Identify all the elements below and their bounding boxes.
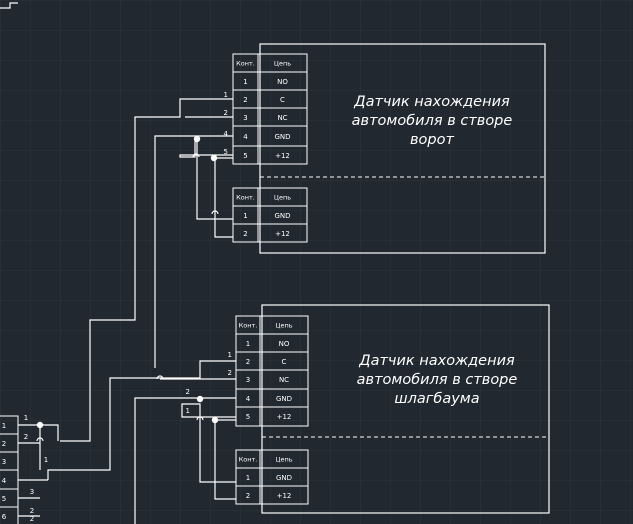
pin-circuit: +12 bbox=[275, 152, 290, 160]
pin-circuit: GND bbox=[274, 212, 290, 220]
wire bbox=[214, 157, 233, 238]
pin-number: 3 bbox=[246, 376, 250, 384]
pin-number: 1 bbox=[246, 474, 250, 482]
pin-number: 1 bbox=[243, 78, 247, 86]
junction-dot bbox=[193, 135, 201, 143]
pin-number: 4 bbox=[246, 395, 251, 403]
table-header-contact: Конт. bbox=[236, 194, 255, 202]
sensor-barrier-label-line-2: автомобиля в створе bbox=[357, 372, 518, 388]
sensor-barrier-label-line-1: Датчик нахождения bbox=[358, 353, 515, 369]
pin-number: 2 bbox=[243, 96, 247, 104]
pin-number: 3 bbox=[2, 458, 6, 466]
pin-circuit: GND bbox=[276, 474, 292, 482]
pin-number: 2 bbox=[246, 492, 250, 500]
sensor-barrier-label-line-3: шлагбаума bbox=[394, 391, 479, 407]
wire-label: 2 bbox=[30, 515, 34, 523]
wire bbox=[214, 419, 236, 500]
junction-dot bbox=[36, 421, 44, 429]
pin-circuit: C bbox=[282, 358, 287, 366]
pin-number: 6 bbox=[2, 513, 7, 521]
pin-circuit: +12 bbox=[277, 492, 292, 500]
wire bbox=[154, 135, 233, 368]
wire bbox=[18, 424, 59, 441]
table-header-circuit: Цепь bbox=[275, 322, 292, 330]
table-header-contact: Конт. bbox=[236, 60, 255, 68]
pin-circuit: NC bbox=[277, 114, 287, 122]
table-header-contact: Конт. bbox=[239, 322, 258, 330]
corner-mark bbox=[0, 2, 18, 9]
wire-label: 5 bbox=[224, 148, 228, 156]
pin-number: 4 bbox=[2, 477, 7, 485]
sensor-barrier: Датчик нахождения автомобиля в створе шл… bbox=[47, 304, 550, 524]
wire-crossover bbox=[211, 210, 219, 215]
pin-circuit: C bbox=[280, 96, 285, 104]
sensor-gate-power-table: Конт. Цепь 1 GND 2 +12 bbox=[232, 187, 308, 243]
wire-label: 1 bbox=[24, 414, 28, 422]
junction-dot bbox=[211, 416, 219, 424]
pin-circuit: NO bbox=[277, 78, 288, 86]
pin-number: 5 bbox=[2, 495, 6, 503]
pin-number: 4 bbox=[243, 133, 248, 141]
pin-number: 1 bbox=[2, 422, 6, 430]
wire-label: 3 bbox=[30, 488, 34, 496]
pin-number: 5 bbox=[243, 152, 247, 160]
wire bbox=[47, 360, 236, 480]
wire-label: 1 bbox=[186, 407, 190, 415]
table-header-circuit: Цепь bbox=[274, 60, 291, 68]
wire-label: 2 bbox=[228, 369, 232, 377]
wire-label: 2 bbox=[30, 507, 34, 515]
wire-label: 1 bbox=[44, 456, 48, 464]
wire-crossover bbox=[36, 437, 44, 442]
wire-label: 2 bbox=[224, 109, 228, 117]
pin-circuit: NC bbox=[279, 376, 289, 384]
sensor-gate-terminal-table: Конт. Цепь 1 NO 2 C 3 NC 4 GND 5 +12 bbox=[232, 53, 308, 165]
wire bbox=[196, 140, 233, 220]
table-header-circuit: Цепь bbox=[274, 194, 291, 202]
pin-number: 2 bbox=[2, 440, 6, 448]
sensor-barrier-body bbox=[261, 304, 550, 514]
sensor-barrier-terminal-table: Конт. Цепь 1 NO 2 C 3 NC 4 GND 5 +12 bbox=[235, 315, 309, 427]
table-header-circuit: Цепь bbox=[275, 456, 292, 464]
sensor-gate-label-line-2: автомобиля в створе bbox=[352, 113, 513, 129]
wire-label: 2 bbox=[186, 388, 190, 396]
pin-circuit: GND bbox=[274, 133, 290, 141]
pin-number: 2 bbox=[246, 358, 250, 366]
junction-dot bbox=[196, 395, 204, 403]
wire-label: 1 bbox=[228, 351, 232, 359]
pin-number: 5 bbox=[246, 413, 250, 421]
pin-circuit: NO bbox=[279, 340, 290, 348]
wire-label: 4 bbox=[224, 130, 229, 138]
pin-number: 2 bbox=[243, 230, 247, 238]
sensor-gate: Датчик нахождения автомобиля в створе во… bbox=[60, 43, 546, 442]
left-terminal-block: 1 2 3 4 5 6 1 2 1 3 2 2 bbox=[0, 414, 59, 524]
sensor-gate-label-line-1: Датчик нахождения bbox=[353, 94, 510, 110]
pin-number: 1 bbox=[243, 212, 247, 220]
wire-label: 2 bbox=[24, 433, 28, 441]
wire-label: 1 bbox=[224, 91, 228, 99]
pin-circuit: +12 bbox=[275, 230, 290, 238]
wire bbox=[60, 98, 233, 442]
pin-circuit: GND bbox=[276, 395, 292, 403]
pin-circuit: +12 bbox=[277, 413, 292, 421]
wire-crossover bbox=[156, 375, 164, 380]
junction-dot bbox=[210, 154, 218, 162]
table-header-contact: Конт. bbox=[239, 456, 258, 464]
sensor-gate-body bbox=[259, 43, 546, 254]
wire-crossover bbox=[192, 153, 200, 158]
wire bbox=[181, 403, 236, 483]
wire-crossover bbox=[196, 416, 204, 421]
sensor-gate-label-line-3: ворот bbox=[410, 132, 454, 148]
pin-number: 1 bbox=[246, 340, 250, 348]
pin-number: 3 bbox=[243, 114, 247, 122]
sensor-barrier-power-table: Конт. Цепь 1 GND 2 +12 bbox=[235, 449, 309, 505]
